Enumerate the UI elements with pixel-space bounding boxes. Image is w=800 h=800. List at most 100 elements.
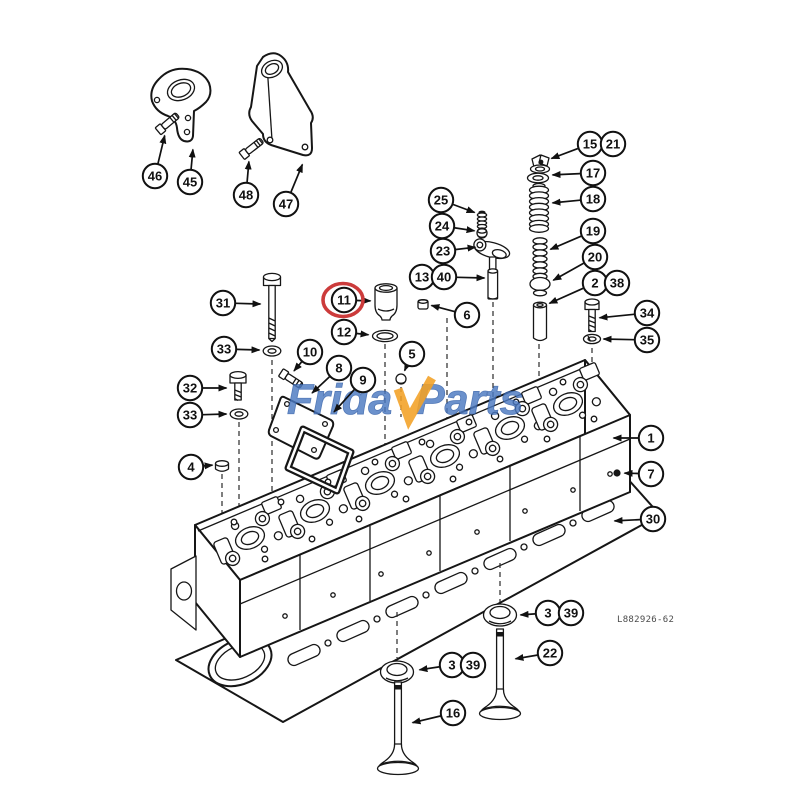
cup-plug	[395, 373, 407, 385]
callout-circle[interactable]	[536, 639, 564, 667]
callout-circle[interactable]	[176, 401, 204, 429]
watermark-text-frida: Frida	[287, 376, 392, 424]
callout-number: 35	[640, 333, 654, 348]
callout-number: 33	[217, 342, 231, 357]
callout-11[interactable]: 11	[321, 281, 372, 319]
callout-38[interactable]: 38	[603, 269, 631, 297]
callout-18[interactable]: 18	[551, 185, 607, 213]
callout-circle[interactable]	[296, 338, 324, 366]
callout-16[interactable]: 16	[411, 699, 467, 727]
callout-circle[interactable]	[557, 599, 585, 627]
valve-crosshead	[473, 238, 511, 272]
callout-3[interactable]: 3	[418, 651, 466, 679]
callout-34[interactable]: 34	[598, 299, 661, 327]
callout-number: 31	[216, 296, 230, 311]
callout-circle[interactable]	[210, 335, 238, 363]
callout-45[interactable]: 45	[176, 148, 204, 196]
retainer-ball	[476, 227, 488, 239]
callout-2[interactable]: 2	[548, 269, 609, 305]
leader-line	[236, 346, 261, 354]
callout-circle[interactable]	[429, 237, 457, 265]
callout-circle[interactable]	[637, 460, 665, 488]
callout-3[interactable]: 3	[519, 599, 562, 627]
callout-circle[interactable]	[599, 130, 627, 158]
callout-circle[interactable]	[579, 159, 607, 187]
callout-20[interactable]: 20	[552, 243, 609, 282]
callout-circle[interactable]	[427, 186, 455, 214]
lift-bracket-bolt-right	[238, 137, 264, 160]
callout-23[interactable]: 23	[429, 237, 477, 265]
callout-circle[interactable]	[639, 505, 667, 533]
callout-circle[interactable]	[579, 217, 607, 245]
callout-33[interactable]: 33	[210, 335, 261, 363]
callout-circle[interactable]	[633, 299, 661, 327]
callout-10[interactable]: 10	[293, 338, 324, 372]
callout-4[interactable]: 4	[177, 453, 214, 481]
callout-7[interactable]: 7	[623, 460, 665, 488]
callout-40[interactable]: 40	[430, 263, 486, 291]
callout-circle[interactable]	[453, 301, 481, 329]
leader-line	[548, 287, 584, 305]
callout-47[interactable]: 47	[272, 163, 304, 218]
callout-21[interactable]: 21	[599, 130, 627, 158]
callout-35[interactable]: 35	[602, 326, 661, 354]
head-bolt-right	[584, 298, 600, 333]
callout-31[interactable]: 31	[209, 289, 262, 317]
callout-39[interactable]: 39	[557, 599, 585, 627]
callout-circle[interactable]	[581, 243, 609, 271]
callout-circle[interactable]	[209, 289, 237, 317]
callout-circle[interactable]	[459, 651, 487, 679]
callout-number: 6	[463, 308, 470, 323]
callout-circle[interactable]	[603, 269, 631, 297]
callout-46[interactable]: 46	[141, 134, 169, 190]
callout-circle[interactable]	[330, 286, 358, 314]
callout-22[interactable]: 22	[514, 639, 564, 667]
callout-circle[interactable]	[272, 190, 300, 218]
callout-number: 39	[466, 658, 480, 673]
callout-25[interactable]: 25	[427, 186, 476, 214]
callout-circle[interactable]	[579, 185, 607, 213]
callout-48[interactable]: 48	[232, 160, 260, 209]
callout-5[interactable]: 5	[398, 340, 426, 372]
callout-circle[interactable]	[176, 168, 204, 196]
callout-circle[interactable]	[349, 366, 377, 394]
callout-circle[interactable]	[637, 424, 665, 452]
cylinder-head	[170, 359, 631, 658]
callout-circle[interactable]	[176, 374, 204, 402]
callout-circle[interactable]	[330, 318, 358, 346]
callout-32[interactable]: 32	[176, 374, 228, 402]
callout-circle[interactable]	[398, 340, 426, 368]
callout-9[interactable]: 9	[333, 366, 377, 413]
callout-circle[interactable]	[141, 162, 169, 190]
callout-6[interactable]: 6	[430, 301, 481, 329]
callout-15[interactable]: 15	[550, 130, 604, 160]
callout-39[interactable]: 39	[459, 651, 487, 679]
callout-number: 5	[408, 347, 415, 362]
callout-number: 9	[359, 373, 366, 388]
callout-number: 48	[239, 188, 253, 203]
callout-30[interactable]: 30	[613, 505, 667, 533]
callout-number: 11	[337, 293, 351, 308]
callout-number: 8	[335, 361, 342, 376]
tappet-cap	[417, 299, 429, 310]
callout-19[interactable]: 19	[549, 217, 607, 251]
leader-line	[455, 244, 477, 252]
leader-line	[452, 203, 476, 214]
callout-circle[interactable]	[232, 181, 260, 209]
callout-circle[interactable]	[439, 699, 467, 727]
callout-circle[interactable]	[325, 354, 353, 382]
callout-12[interactable]: 12	[330, 318, 370, 346]
callout-circle[interactable]	[430, 263, 458, 291]
callout-circle[interactable]	[177, 453, 205, 481]
callout-8[interactable]: 8	[311, 354, 353, 394]
callout-17[interactable]: 17	[551, 159, 607, 187]
callout-24[interactable]: 24	[428, 212, 476, 240]
callout-circle[interactable]	[633, 326, 661, 354]
callout-number: 3	[448, 658, 455, 673]
callout-33[interactable]: 33	[176, 401, 228, 429]
injector-sleeve	[374, 283, 398, 321]
callout-13[interactable]: 13	[408, 263, 436, 291]
leader-line	[293, 361, 303, 372]
callout-1[interactable]: 1	[612, 424, 665, 452]
